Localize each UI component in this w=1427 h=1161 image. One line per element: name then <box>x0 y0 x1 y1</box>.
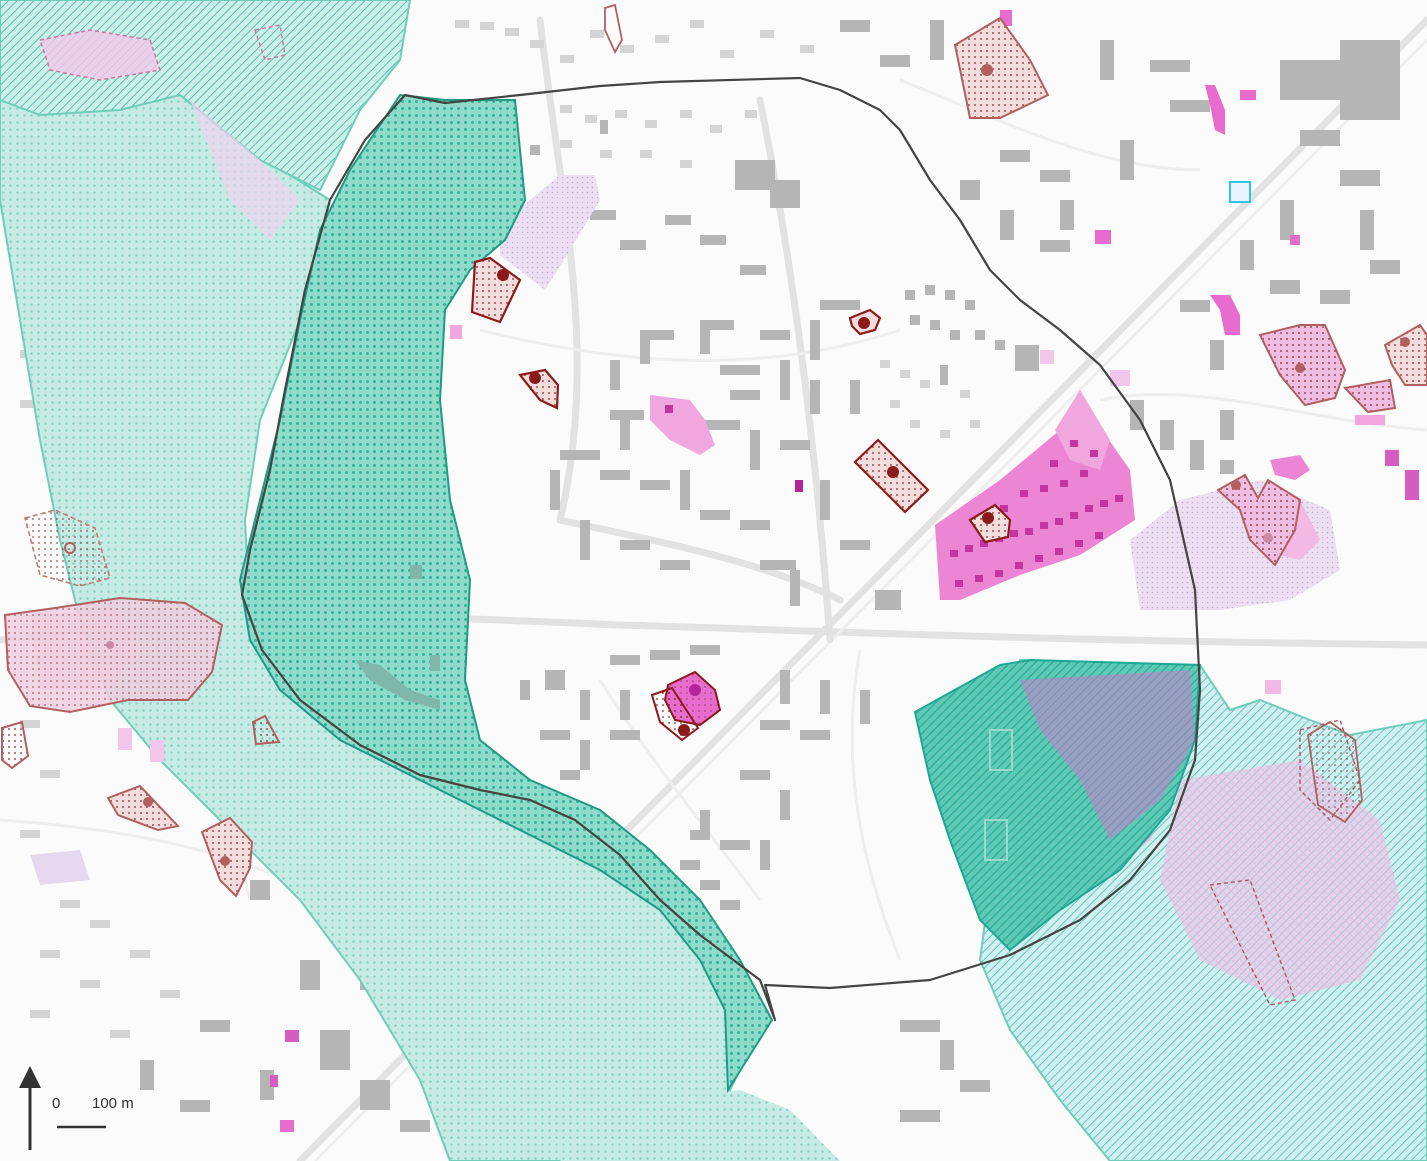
protected-sites <box>1 3 1427 898</box>
teal-hatched-zone-nw <box>0 0 412 240</box>
north-arrow-icon <box>19 1066 41 1150</box>
scale-bar-end-label: 100 m <box>92 1095 134 1112</box>
scale-bar-start-label: 0 <box>52 1095 60 1112</box>
scale-bar: 0 100 m <box>52 1095 134 1129</box>
map-legend: 0 100 m <box>19 1066 134 1150</box>
teal-dense-river <box>238 93 774 1094</box>
teal-zone-west <box>0 88 840 1161</box>
study-area-boundary[interactable] <box>240 76 1202 1022</box>
teal-dense-zone-se <box>913 658 1202 952</box>
